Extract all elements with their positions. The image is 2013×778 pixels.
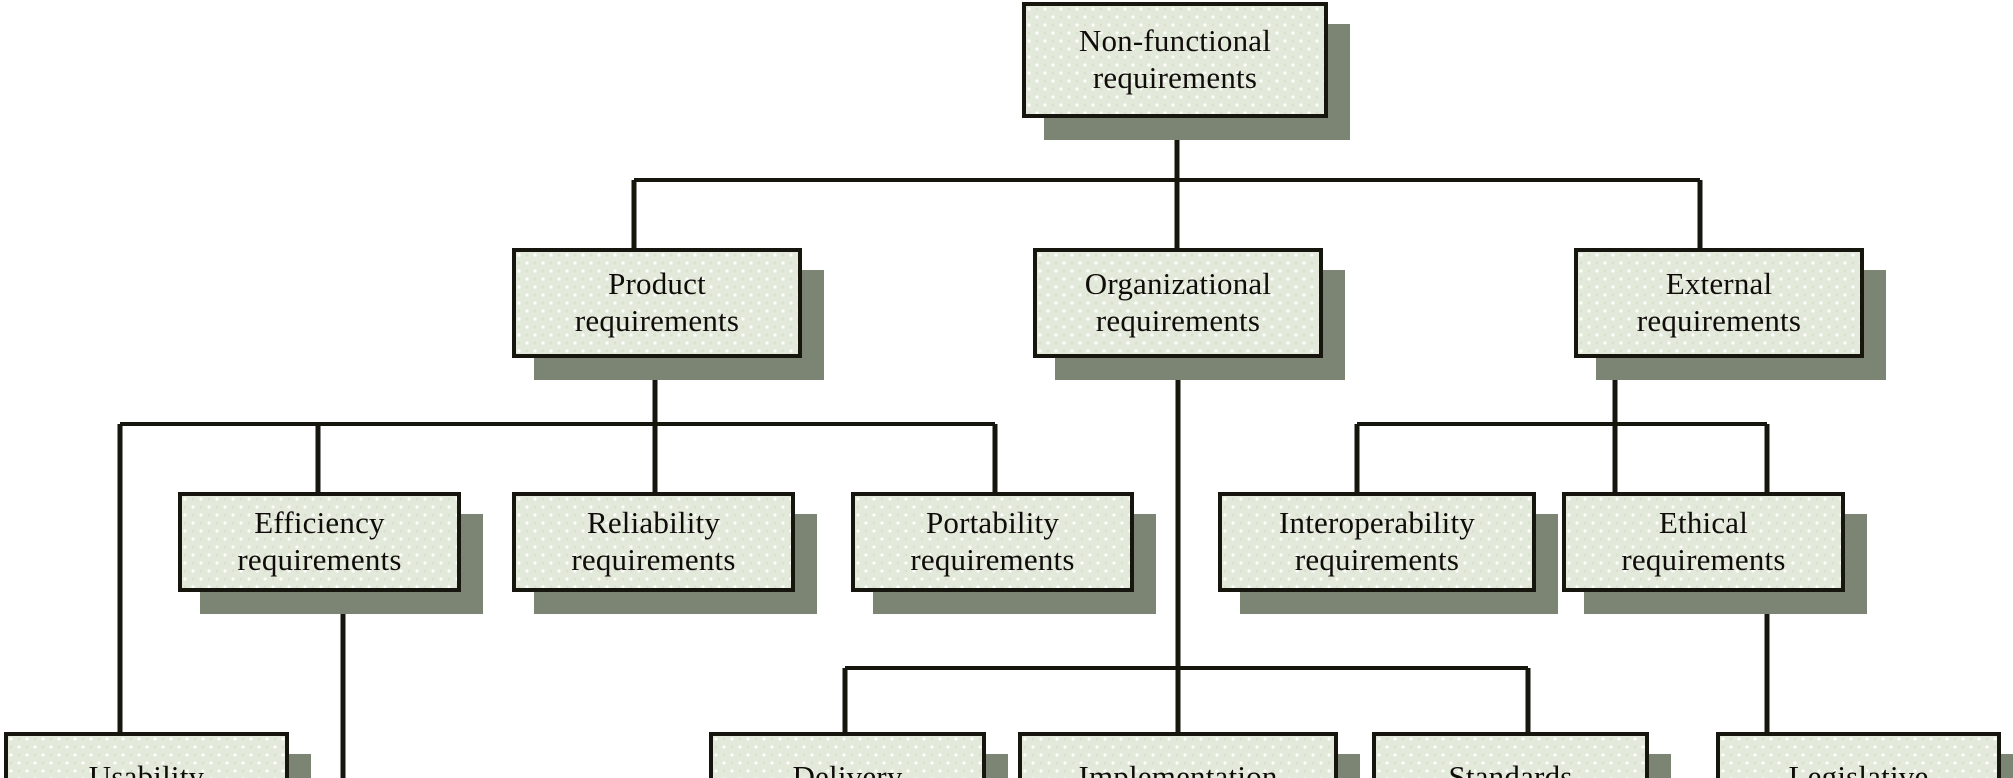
node-label-efficiency-requirements: Efficiency requirements: [237, 505, 402, 577]
node-label-external-requirements: External requirements: [1636, 266, 1802, 338]
node-non-functional-requirements[interactable]: Non-functional requirements: [1022, 2, 1328, 118]
node-label-organizational-requirements: Organizational requirements: [1084, 266, 1272, 338]
node-label-reliability-requirements: Reliability requirements: [571, 505, 736, 577]
node-label-product-requirements: Product requirements: [574, 266, 740, 338]
node-label-usability-requirements: Usability: [88, 758, 205, 778]
node-label-standards-requirements: Standards: [1448, 758, 1573, 778]
node-label-portability-requirements: Portability requirements: [910, 505, 1075, 577]
node-efficiency-requirements[interactable]: Efficiency requirements: [178, 492, 461, 592]
node-label-non-functional-requirements: Non-functional requirements: [1078, 23, 1272, 95]
node-external-requirements[interactable]: External requirements: [1574, 248, 1864, 358]
node-label-implementation-requirements: Implementation: [1078, 758, 1278, 778]
node-usability-requirements[interactable]: Usability: [4, 732, 289, 778]
node-reliability-requirements[interactable]: Reliability requirements: [512, 492, 795, 592]
node-delivery-requirements[interactable]: Delivery: [709, 732, 986, 778]
node-interoperability-requirements[interactable]: Interoperability requirements: [1218, 492, 1536, 592]
node-implementation-requirements[interactable]: Implementation: [1018, 732, 1338, 778]
node-label-legislative-requirements: Legislative: [1788, 758, 1929, 778]
node-standards-requirements[interactable]: Standards: [1372, 732, 1649, 778]
node-label-interoperability-requirements: Interoperability requirements: [1278, 505, 1475, 577]
node-legislative-requirements[interactable]: Legislative: [1716, 732, 2001, 778]
node-portability-requirements[interactable]: Portability requirements: [851, 492, 1134, 592]
node-label-ethical-requirements: Ethical requirements: [1621, 505, 1786, 577]
node-ethical-requirements[interactable]: Ethical requirements: [1562, 492, 1845, 592]
node-label-delivery-requirements: Delivery: [792, 758, 903, 778]
node-organizational-requirements[interactable]: Organizational requirements: [1033, 248, 1323, 358]
node-product-requirements[interactable]: Product requirements: [512, 248, 802, 358]
